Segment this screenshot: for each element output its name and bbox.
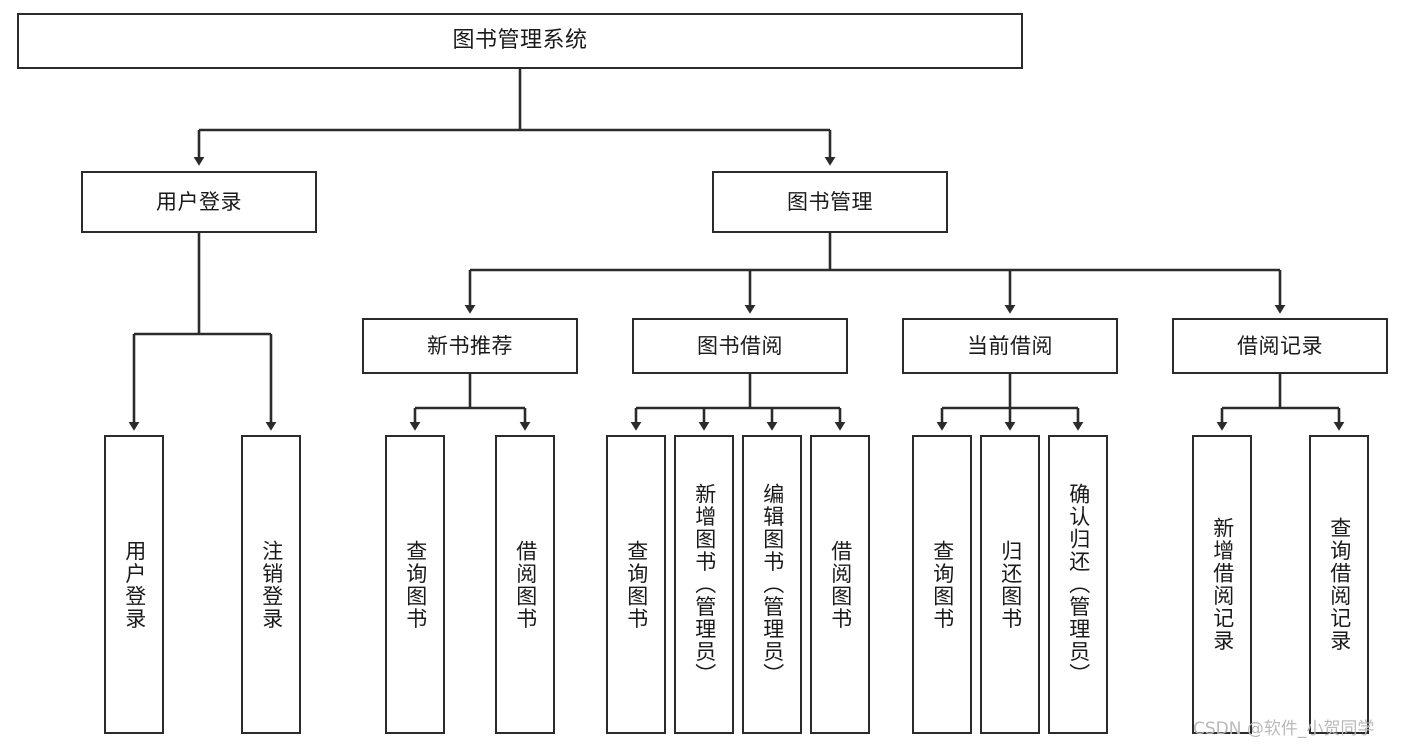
leaf-records-add-record[interactable]: 新增借阅记录 <box>1192 435 1252 734</box>
node-current-borrow[interactable]: 当前借阅 <box>902 318 1118 374</box>
leaf-borrow-query-book[interactable]: 查询图书 <box>606 435 666 734</box>
node-label: 查询图书 <box>930 539 955 630</box>
node-label: 新增借阅记录 <box>1210 517 1235 652</box>
leaf-user-logout[interactable]: 注销登录 <box>241 435 301 734</box>
leaf-user-login[interactable]: 用户登录 <box>104 435 164 734</box>
node-label: 借阅图书 <box>513 539 538 630</box>
leaf-borrow-add-book-admin[interactable]: 新增图书（管理员） <box>674 435 734 734</box>
leaf-current-return-book[interactable]: 归还图书 <box>980 435 1040 734</box>
node-label: 借阅图书 <box>828 539 853 630</box>
node-label: 图书管理系统 <box>452 28 588 54</box>
leaf-borrow-edit-book-admin[interactable]: 编辑图书（管理员） <box>742 435 802 734</box>
leaf-borrow-borrow-book[interactable]: 借阅图书 <box>810 435 870 734</box>
node-user-login[interactable]: 用户登录 <box>81 171 317 233</box>
node-book-management[interactable]: 图书管理 <box>712 171 948 233</box>
node-new-book-recommend[interactable]: 新书推荐 <box>362 318 578 374</box>
node-label: 图书借阅 <box>697 333 783 358</box>
node-label: 确认归还（管理员） <box>1066 483 1091 686</box>
node-label: 查询图书 <box>403 539 428 630</box>
leaf-current-confirm-return-admin[interactable]: 确认归还（管理员） <box>1048 435 1108 734</box>
leaf-current-query-book[interactable]: 查询图书 <box>912 435 972 734</box>
node-label: 新增图书（管理员） <box>692 483 717 686</box>
node-label: 当前借阅 <box>967 333 1053 358</box>
node-label: 查询图书 <box>624 539 649 630</box>
node-label: 图书管理 <box>787 189 873 214</box>
node-label: 借阅记录 <box>1237 333 1323 358</box>
csdn-watermark: CSDN @软件_小贺同学 <box>1193 719 1375 739</box>
leaf-records-query-record[interactable]: 查询借阅记录 <box>1309 435 1369 734</box>
node-label: 用户登录 <box>156 189 242 214</box>
node-label: 新书推荐 <box>427 333 513 358</box>
node-label: 用户登录 <box>122 539 147 630</box>
node-root-system[interactable]: 图书管理系统 <box>17 13 1023 69</box>
leaf-recommend-borrow-book[interactable]: 借阅图书 <box>495 435 555 734</box>
node-label: 归还图书 <box>998 539 1023 630</box>
leaf-recommend-query-book[interactable]: 查询图书 <box>385 435 445 734</box>
node-book-borrow[interactable]: 图书借阅 <box>632 318 848 374</box>
node-label: 编辑图书（管理员） <box>760 483 785 686</box>
node-label: 查询借阅记录 <box>1327 517 1352 652</box>
node-label: 注销登录 <box>259 539 284 630</box>
node-borrow-records[interactable]: 借阅记录 <box>1172 318 1388 374</box>
